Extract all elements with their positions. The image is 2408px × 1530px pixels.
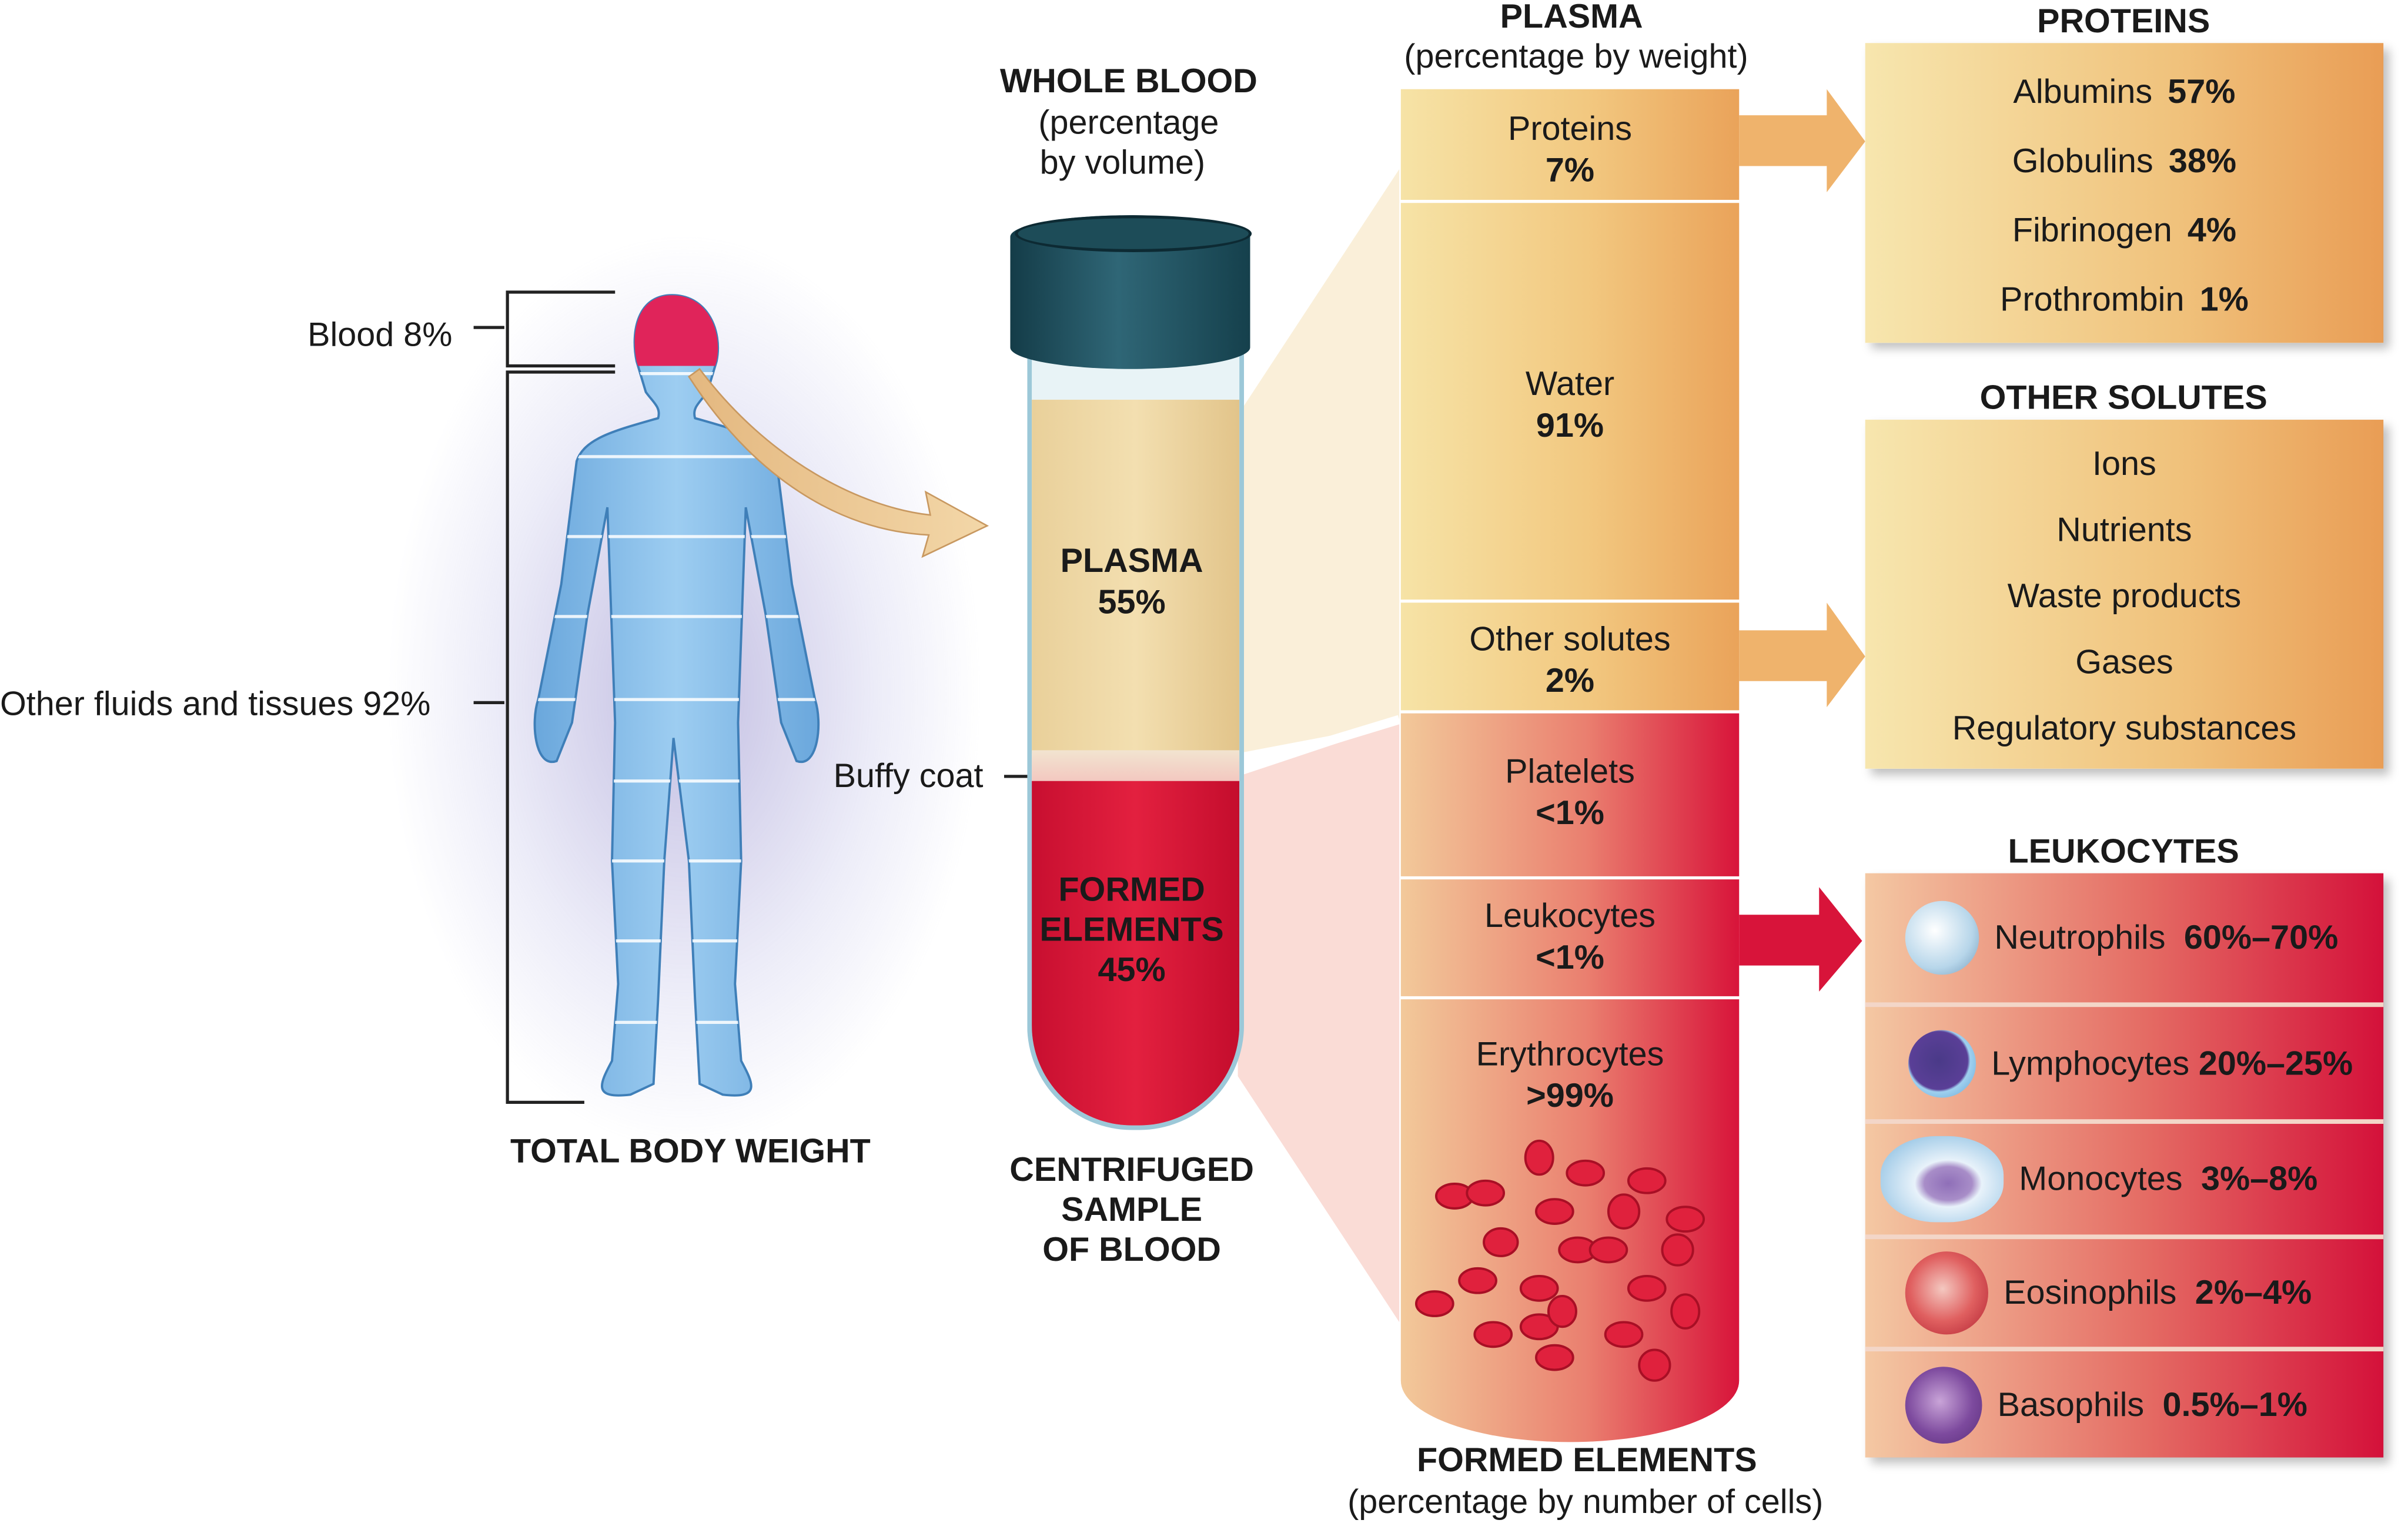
formed-elements-layer: [1032, 781, 1240, 1126]
monocyte-icon: [1880, 1136, 2004, 1223]
neutrophil-icon: [1905, 900, 1979, 975]
tube-caption: CENTRIFUGED: [1009, 1150, 1254, 1188]
basophil-icon: [1905, 1365, 1982, 1443]
plasma-layer: [1032, 400, 1240, 754]
segment-platelets: Platelets<1%: [1400, 713, 1740, 876]
plasma-column-subtitle: (percentage by weight): [1404, 36, 1748, 76]
solute-waste-products: Waste products: [2007, 575, 2242, 614]
buffy-coat-label: Buffy coat: [833, 756, 984, 795]
erythrocytes-illustration: [1415, 1139, 1705, 1382]
other-solutes-arrow: [1739, 602, 1865, 708]
tube-formed-value: 45%: [1098, 950, 1166, 989]
whole-blood-subtitle: (percentage: [1038, 103, 1219, 142]
formed-funnel: [1238, 722, 1400, 1323]
eosinophil-icon: [1905, 1251, 1988, 1335]
formed-column-subtitle: (percentage by number of cells): [1347, 1482, 1824, 1521]
solute-nutrients: Nutrients: [2056, 510, 2192, 548]
solute-regulatory-substances: Regulatory substances: [1952, 708, 2297, 746]
head-blood-region: [615, 295, 738, 366]
tube-formed-label: FORMED: [1058, 870, 1205, 909]
solute-gases: Gases: [2075, 642, 2173, 681]
tube-caption-3: OF BLOOD: [1042, 1230, 1221, 1268]
whole-blood-title: WHOLE BLOOD: [999, 61, 1257, 101]
other-solutes-box: Ions Nutrients Waste products Gases Regu…: [1865, 420, 2384, 769]
whole-blood-subtitle-2: by volume): [1039, 143, 1206, 182]
blood-percent-label: Blood 8%: [307, 315, 453, 354]
tube-caption-2: SAMPLE: [1061, 1190, 1202, 1228]
tube-formed-label-2: ELEMENTS: [1039, 910, 1224, 949]
solute-ions: Ions: [2092, 443, 2156, 482]
body-to-tube-arrow: [688, 367, 989, 558]
buffy-coat-layer: [1032, 750, 1240, 781]
other-tissues-label: Other fluids and tissues 92%: [0, 684, 431, 723]
segment-leukocytes: Leukocytes<1%: [1400, 879, 1740, 996]
leukocytes-title: LEUKOCYTES: [2008, 832, 2239, 871]
plasma-funnel: [1238, 169, 1400, 754]
proteins-title: PROTEINS: [2037, 1, 2210, 41]
other-solutes-title: OTHER SOLUTES: [1979, 378, 2267, 417]
total-body-weight-title: TOTAL BODY WEIGHT: [510, 1131, 871, 1170]
tube-plasma-value: 55%: [1098, 582, 1166, 621]
tube-plasma-label: PLASMA: [1060, 541, 1203, 580]
plasma-column-title: PLASMA: [1500, 0, 1643, 36]
test-tube: [1027, 307, 1245, 1130]
proteins-arrow: [1739, 89, 1865, 192]
formed-column-title: FORMED ELEMENTS: [1416, 1440, 1757, 1479]
lymphocyte-icon: [1908, 1029, 1976, 1097]
leukocytes-arrow: [1739, 887, 1862, 992]
